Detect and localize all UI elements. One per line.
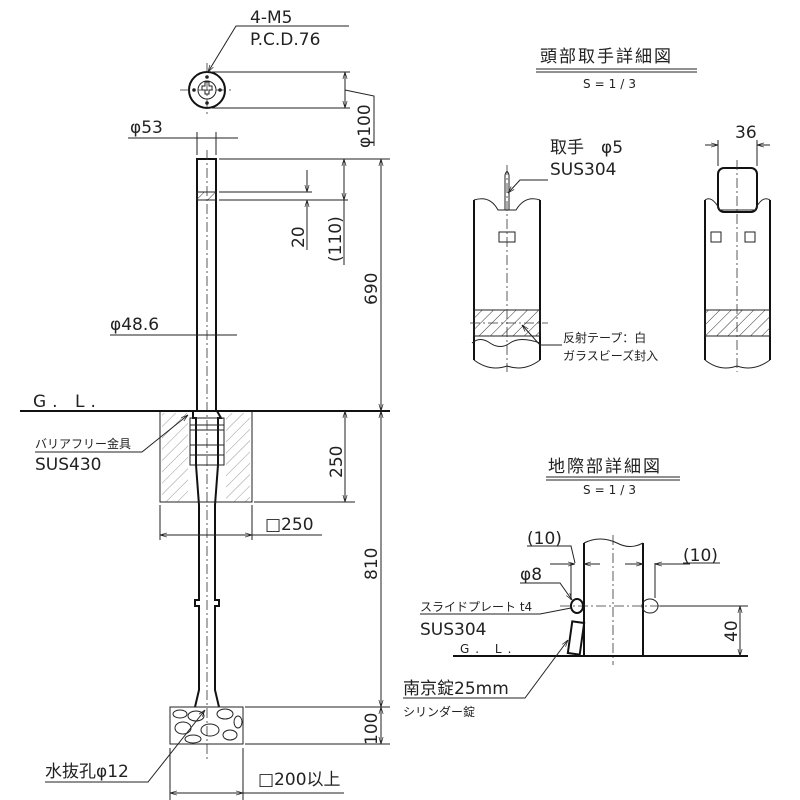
ground-detail-pipe xyxy=(403,535,748,699)
handle-width: 36 xyxy=(735,123,757,143)
gravel-size: □200以上 xyxy=(258,770,341,790)
dim-foundation-depth: 250 xyxy=(327,446,347,478)
dim-below-ground: 810 xyxy=(362,548,382,580)
head-detail-title: 頭部取手詳細図 xyxy=(540,47,673,67)
pcd-label: P.C.D.76 xyxy=(250,30,320,50)
head-detail-scale: S=1/3 xyxy=(583,77,640,91)
bolt-label: 4-M5 xyxy=(250,8,292,28)
head-detail-side xyxy=(704,140,771,372)
dim-gravel: 100 xyxy=(362,713,382,745)
pin-diameter: φ8 xyxy=(520,565,542,585)
head-detail-front xyxy=(470,165,548,372)
foundation-size: □250 xyxy=(265,515,314,535)
pole xyxy=(189,150,225,760)
fitting-material: SUS430 xyxy=(35,455,101,475)
fitting-label: バリアフリー金具 xyxy=(35,436,131,451)
gap-right: (10) xyxy=(683,546,718,566)
tape-label: 反射テープ：白 xyxy=(563,330,646,345)
drain-hole-label: 水抜孔φ12 xyxy=(45,762,129,782)
foundation xyxy=(159,410,253,503)
dim-cap: φ53 xyxy=(130,118,163,138)
dim-band-offset: (110) xyxy=(326,216,346,262)
dim-height: 40 xyxy=(722,620,742,642)
ground-detail-title: 地際部詳細図 xyxy=(548,457,662,477)
dim-band: 20 xyxy=(289,226,309,248)
ground-detail-gl: G. L. xyxy=(460,642,517,656)
ground-detail-scale: S=1/3 xyxy=(583,483,640,497)
gap-left: (10) xyxy=(527,529,562,549)
dim-pipe: φ48.6 xyxy=(110,315,159,335)
lock-note: シリンダー錠 xyxy=(403,704,475,719)
ground-level-label: G. L. xyxy=(33,392,102,412)
handle-label: 取手 φ5 xyxy=(550,138,623,158)
tape-note: ガラスビーズ封入 xyxy=(563,348,658,363)
dim-top-plate: φ100 xyxy=(355,104,375,148)
dim-above-ground: 690 xyxy=(362,273,382,305)
plate-material: SUS304 xyxy=(420,620,486,640)
dimensions-main xyxy=(35,132,390,800)
top-plate-view xyxy=(180,25,375,146)
gravel-base xyxy=(169,706,244,745)
lock-label: 南京錠25mm xyxy=(403,679,509,699)
plate-label: スライドプレート t4 xyxy=(420,600,532,614)
handle-material: SUS304 xyxy=(550,160,616,180)
